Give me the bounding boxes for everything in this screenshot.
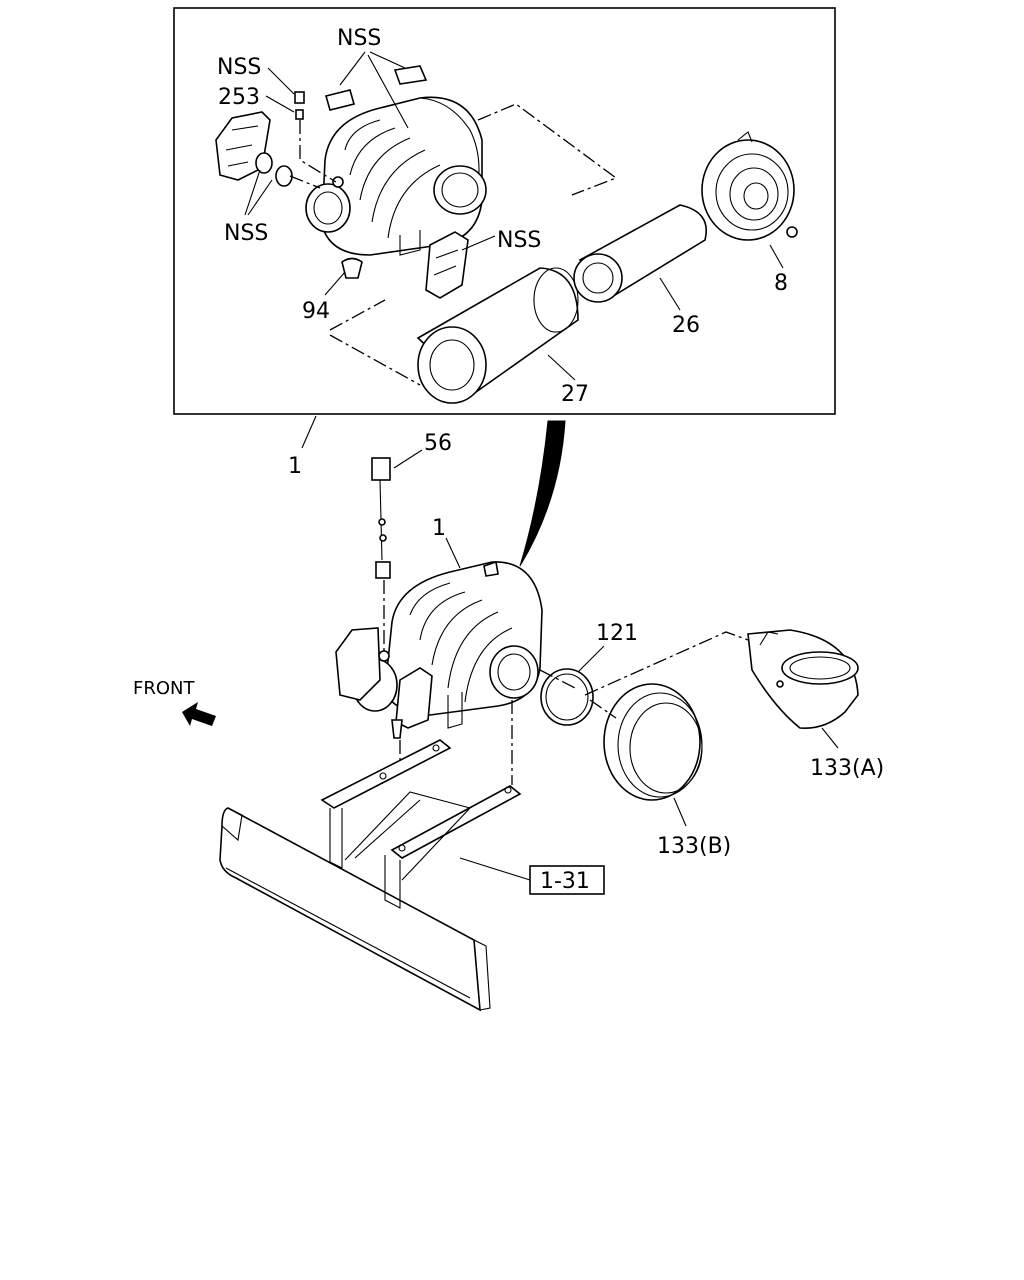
small-clamp bbox=[255, 152, 273, 174]
outer-element-27 bbox=[416, 267, 579, 404]
inner-element-26 bbox=[573, 204, 707, 303]
air-cleaner-body-exploded bbox=[305, 96, 487, 279]
label-nss-left-bottom: NSS bbox=[224, 221, 268, 246]
intake-duct-133a bbox=[747, 629, 859, 729]
nut-253 bbox=[294, 91, 305, 104]
nut-nss bbox=[295, 109, 304, 120]
restriction-sensor-56 bbox=[371, 457, 391, 655]
label-133b: 133(B) bbox=[657, 834, 731, 859]
label-nss-right: NSS bbox=[497, 228, 541, 253]
label-94: 94 bbox=[302, 299, 330, 324]
label-ref-1-31: 1-31 bbox=[540, 869, 590, 894]
label-nss-left-top: NSS bbox=[217, 55, 261, 80]
reference-box bbox=[529, 865, 605, 895]
label-1-upper: 1 bbox=[288, 454, 302, 479]
chassis-frame bbox=[219, 807, 491, 1012]
label-27: 27 bbox=[561, 382, 589, 407]
label-26: 26 bbox=[672, 313, 700, 338]
hose-clamp-121 bbox=[540, 668, 594, 726]
label-plate-1 bbox=[393, 65, 428, 85]
label-front: FRONT bbox=[133, 678, 195, 699]
label-56: 56 bbox=[424, 431, 452, 456]
air-cleaner-assembly bbox=[335, 560, 543, 739]
right-bracket bbox=[425, 231, 469, 299]
rain-cap-133b bbox=[603, 683, 703, 801]
cover-8 bbox=[701, 131, 798, 241]
label-plate-2 bbox=[325, 89, 355, 111]
small-ring bbox=[275, 165, 293, 187]
label-121: 121 bbox=[596, 621, 638, 646]
front-arrow-icon bbox=[182, 702, 216, 726]
label-nss-top: NSS bbox=[337, 26, 381, 51]
label-253: 253 bbox=[218, 85, 260, 110]
label-1-lower: 1 bbox=[432, 516, 446, 541]
connection-arrow bbox=[519, 420, 566, 567]
label-8: 8 bbox=[774, 271, 788, 296]
exploded-view-frame bbox=[173, 7, 836, 415]
mounting-bracket bbox=[320, 739, 522, 909]
label-133a: 133(A) bbox=[810, 756, 884, 781]
